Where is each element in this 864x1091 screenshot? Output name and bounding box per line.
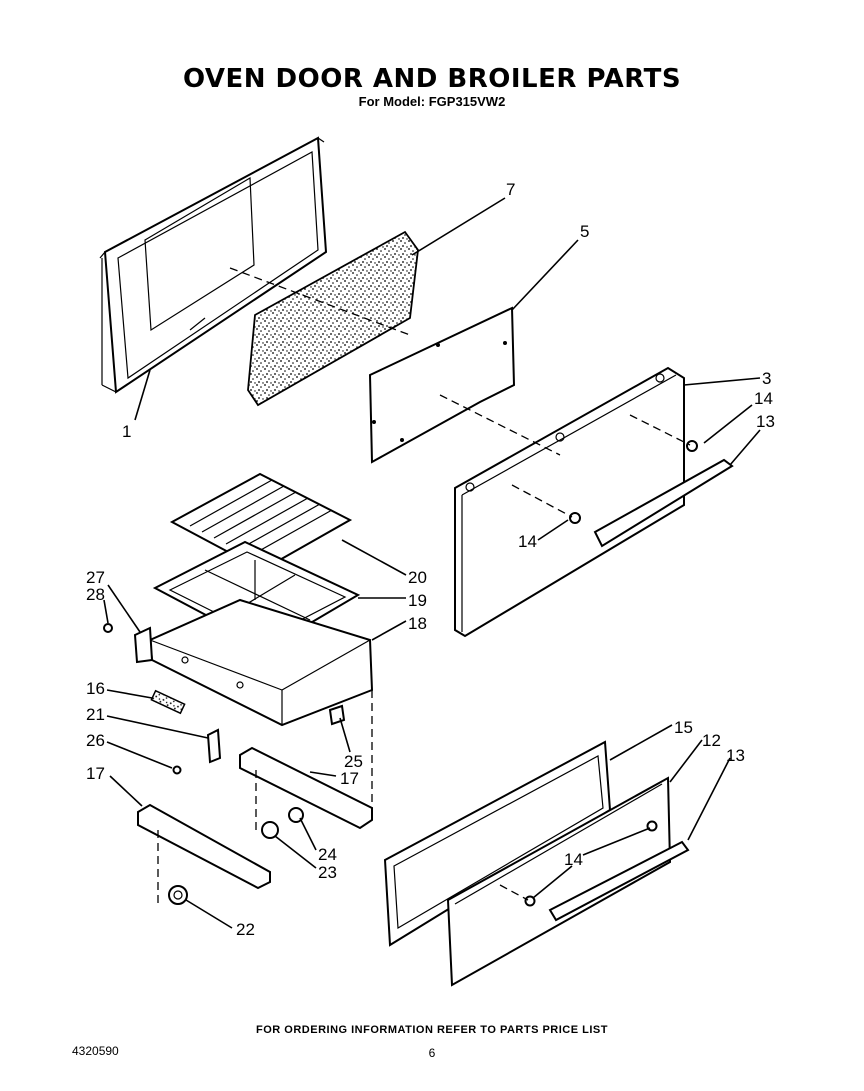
callout-14-lower: 14 [564, 850, 583, 869]
callout-26: 26 [86, 731, 105, 750]
drawer-clip [328, 704, 346, 726]
callout-7: 7 [506, 180, 515, 199]
drawer-spring [150, 689, 186, 715]
page-title: OVEN DOOR AND BROILER PARTS [182, 64, 682, 94]
door-insulation [247, 230, 419, 407]
callout-17-left: 17 [86, 764, 105, 783]
spacer-lower-left [524, 895, 536, 907]
callout-14-door: 14 [518, 532, 537, 551]
drawer-slide-left [137, 803, 271, 890]
callout-22: 22 [236, 920, 255, 939]
outer-door-panel [454, 366, 685, 638]
roller-22 [168, 885, 188, 905]
document-number: 4320590 [72, 1044, 119, 1058]
callout-24: 24 [318, 845, 337, 864]
spacer-upper-right [686, 440, 698, 452]
bracket-screw [103, 623, 113, 633]
roller-23 [261, 821, 279, 839]
page-number: 6 [428, 1046, 436, 1060]
drawer-bracket [133, 626, 154, 664]
drawer-handle [548, 840, 690, 922]
callout-3: 3 [762, 369, 771, 388]
callout-13-lower: 13 [726, 746, 745, 765]
door-handle-upper [593, 458, 734, 548]
callout-13-upper: 13 [756, 412, 775, 431]
callout-28: 28 [86, 585, 105, 604]
callout-27: 27 [86, 568, 105, 587]
drawer-slide-right [239, 746, 373, 830]
latch-screw [172, 765, 182, 775]
callout-17-right: 17 [340, 769, 359, 788]
callout-12: 12 [702, 731, 721, 750]
callout-21: 21 [86, 705, 105, 724]
callout-1: 1 [122, 422, 131, 441]
inner-door-panel [99, 136, 328, 394]
callout-5: 5 [580, 222, 589, 241]
drawer-latch [206, 728, 222, 764]
callout-23: 23 [318, 863, 337, 882]
door-liner-panel [368, 306, 516, 464]
callout-15: 15 [674, 718, 693, 737]
callout-14-upper: 14 [754, 389, 773, 408]
callout-25: 25 [344, 752, 363, 771]
callout-16: 16 [86, 679, 105, 698]
drawer-front-panel [446, 776, 672, 987]
leader-lines [103, 197, 761, 929]
callout-19: 19 [408, 591, 427, 610]
callout-18: 18 [408, 614, 427, 633]
model-subtitle: For Model: FGP315VW2 [358, 94, 506, 109]
callout-20: 20 [408, 568, 427, 587]
spacer-upper-left [569, 512, 581, 524]
ordering-note: FOR ORDERING INFORMATION REFER TO PARTS … [256, 1024, 608, 1036]
